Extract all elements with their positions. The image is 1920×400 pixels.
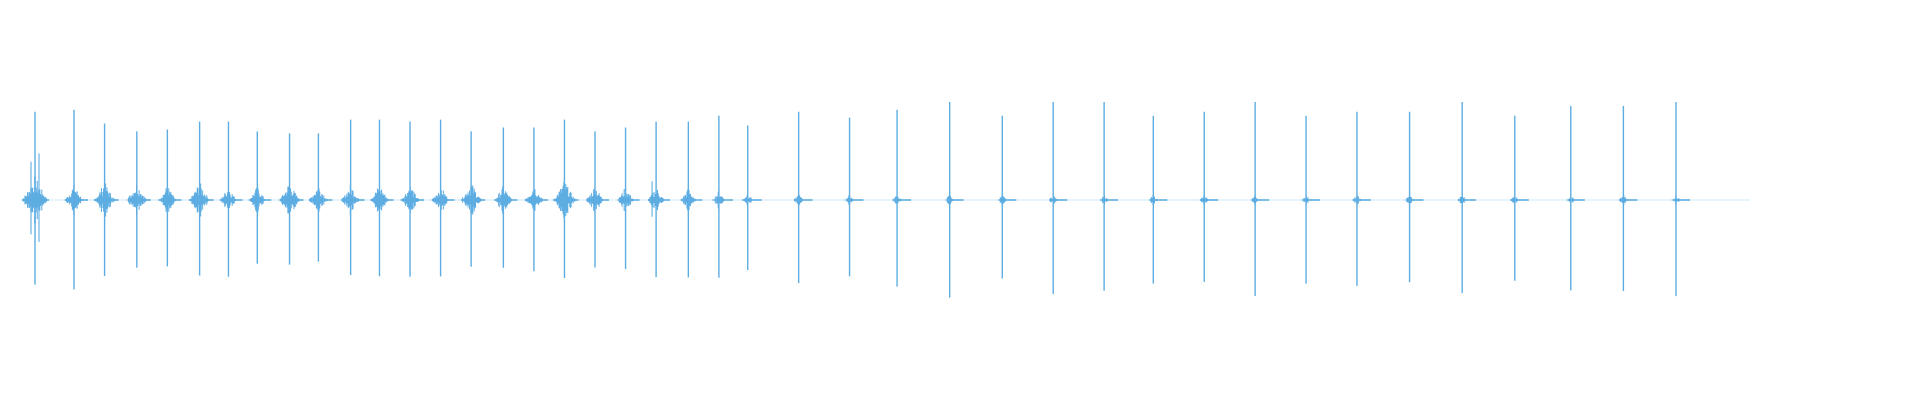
waveform-click	[64, 109, 89, 290]
waveform-click	[711, 115, 733, 278]
waveform-click	[400, 121, 425, 277]
waveform-click	[1099, 102, 1119, 291]
waveform-click	[188, 121, 214, 276]
waveform-click	[21, 111, 49, 285]
waveform-click	[891, 109, 912, 287]
waveform-click	[944, 102, 964, 298]
waveform-click	[524, 127, 548, 272]
waveform-click	[997, 115, 1017, 279]
waveform-click	[369, 119, 394, 277]
waveform-click	[680, 121, 703, 278]
waveform-click	[741, 125, 762, 270]
waveform-click	[585, 131, 610, 268]
waveform-click	[125, 131, 151, 268]
waveform-click	[493, 127, 518, 268]
waveform-click	[1457, 102, 1477, 294]
waveform-click	[1301, 115, 1321, 284]
waveform-click	[1509, 115, 1529, 281]
waveform-click	[1671, 102, 1690, 297]
waveform-click	[1352, 111, 1371, 286]
waveform-click	[157, 129, 182, 267]
waveform-click	[308, 133, 333, 262]
waveform-click	[1199, 111, 1219, 282]
waveform-click	[647, 121, 671, 278]
waveform-click	[793, 111, 813, 284]
waveform-click	[1565, 105, 1585, 291]
waveform-click	[552, 119, 579, 278]
waveform-click	[340, 119, 365, 276]
waveform-click	[219, 121, 243, 277]
waveform-click	[1404, 111, 1424, 283]
waveform-click	[278, 133, 304, 265]
waveform-click	[93, 123, 119, 276]
waveform-click	[460, 131, 486, 267]
waveform-click	[431, 119, 455, 277]
waveform-click	[248, 131, 272, 264]
waveform-click	[1048, 102, 1068, 295]
waveform-click	[844, 117, 864, 277]
waveform-click	[616, 127, 640, 270]
waveform-click	[1618, 105, 1638, 291]
waveform-click	[1250, 102, 1270, 296]
waveform-peaks	[21, 102, 1750, 298]
waveform-click	[1148, 115, 1168, 284]
